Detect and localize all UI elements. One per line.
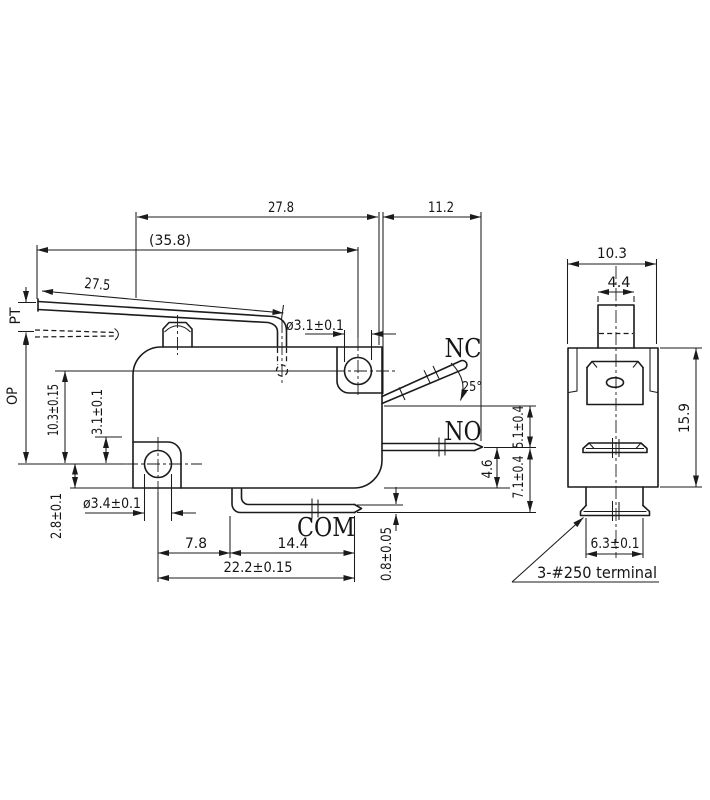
terminal-hole — [605, 376, 625, 389]
nc-terminal — [381, 359, 468, 405]
nc-angle-arc — [450, 362, 468, 401]
side-view-extension-lines — [566, 259, 702, 558]
bottom-left-boss — [132, 441, 182, 489]
dim-hole-to-com-bend: 7.8 — [185, 536, 207, 552]
dim-com-length: 14.4 — [278, 536, 309, 552]
side-dim-body-width: 10.3 — [597, 246, 627, 262]
side-dim-plunger-width: 4.4 — [608, 275, 631, 291]
label-operating-position: OP — [5, 387, 21, 405]
dim-body-width: 27.8 — [268, 200, 294, 216]
dim-no-to-com: 7.1±0.4 — [511, 456, 527, 499]
dim-top-hole: ø3.1±0.1 — [286, 318, 344, 334]
top-right-boss — [336, 346, 383, 394]
dim-bottom-hole: ø3.4±0.1 — [83, 496, 141, 512]
main-view-extension-lines — [18, 212, 536, 582]
label-pretravel: PT — [8, 307, 24, 324]
side-view: 10.3 4.4 15.9 6.3±0.1 3-#250 terminal — [511, 246, 702, 583]
side-dim-terminal-width: 6.3±0.1 — [591, 536, 640, 552]
side-upper-terminal-tab — [586, 360, 644, 406]
terminal-note: 3-#250 terminal — [537, 563, 657, 582]
side-dim-body-height: 15.9 — [677, 403, 693, 433]
dim-lever-length: 27.5 — [84, 276, 111, 294]
plunger-front — [162, 315, 193, 355]
label-com-terminal: COM — [297, 513, 355, 543]
switch-body-outline — [132, 346, 383, 489]
side-bottom-terminal — [579, 486, 651, 521]
com-terminal — [231, 488, 363, 519]
dim-hole-to-step: 3.1±0.1 — [90, 389, 106, 435]
no-terminal — [381, 437, 484, 457]
dim-no-extension: 11.2 — [428, 200, 454, 216]
side-view-dimension-lines — [511, 261, 699, 583]
label-no-terminal: NO — [445, 417, 482, 447]
dim-nc-to-no: 5.1±0.4 — [511, 406, 527, 449]
terminal-note-leader — [511, 517, 584, 583]
dim-overall-with-lever: (35.8) — [149, 233, 191, 249]
dim-hole-to-com-tip: 22.2±0.15 — [224, 560, 293, 576]
lever-operated-position — [34, 328, 119, 341]
side-body-outline — [567, 347, 659, 488]
dim-com-thickness: 0.8±0.05 — [379, 527, 395, 581]
hinge-lever — [37, 298, 289, 386]
side-middle-terminal — [582, 438, 648, 458]
dim-no-to-bottom: 4.6 — [480, 460, 496, 479]
dim-hole-vertical-spacing: 10.3±0.15 — [46, 384, 62, 436]
main-view: 27.8 11.2 (35.8) 27.5 ø3.1±0.1 ø3.4±0.1 … — [5, 200, 536, 582]
dim-nc-angle: 25° — [462, 379, 482, 395]
label-nc-terminal: NC — [445, 334, 482, 364]
dim-hole-to-bottom: 2.8±0.1 — [49, 493, 65, 539]
main-view-dimension-lines — [23, 214, 533, 581]
